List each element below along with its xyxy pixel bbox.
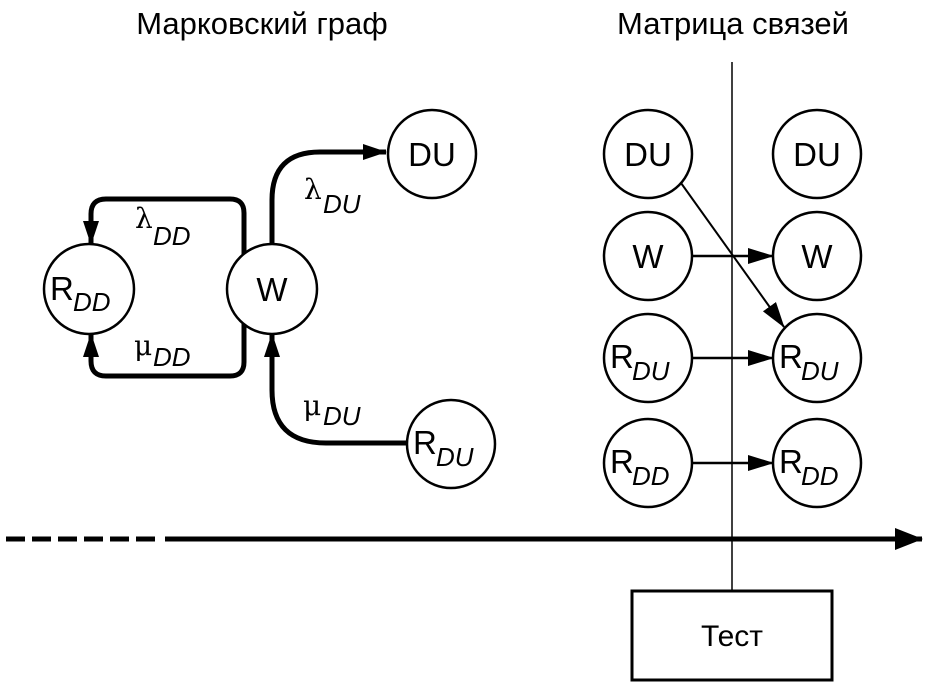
lambda-dd-sub: DD <box>153 221 191 251</box>
matrix-left-r-du: R DU <box>602 312 694 404</box>
matrix-right-du-label: DU <box>793 136 841 173</box>
matrix-left-du: DU <box>602 108 694 200</box>
node-w-label: W <box>256 271 288 308</box>
mu-dd-symbol: μ <box>134 329 152 362</box>
matrix-right-du: DU <box>771 108 863 200</box>
edge-lambda-dd <box>83 196 247 258</box>
mu-du-symbol: μ <box>303 389 321 422</box>
edge-lambda-du <box>269 144 387 244</box>
matrix-right-r-du-main: R <box>779 338 803 375</box>
matrix-left-r-dd-sub: DD <box>632 461 670 491</box>
node-r-dd: R DD <box>42 242 136 336</box>
lambda-du-symbol: λ <box>304 173 322 206</box>
matrix-left-r-du-sub: DU <box>632 356 670 386</box>
node-du-label: DU <box>408 136 456 173</box>
edge-mu-dd <box>83 320 247 379</box>
link-matrix-title: Матрица связей <box>617 6 849 41</box>
matrix-left-r-du-main: R <box>610 338 634 375</box>
matrix-right-r-dd-main: R <box>779 443 803 480</box>
mu-du-sub: DU <box>323 401 361 431</box>
test-box: Тест <box>630 589 834 682</box>
node-du: DU <box>386 108 478 200</box>
lambda-du-sub: DU <box>323 189 361 219</box>
matrix-left-du-label: DU <box>624 136 672 173</box>
matrix-right-r-du: R DU <box>771 312 863 404</box>
matrix-left-w: W <box>602 210 694 302</box>
test-box-label: Тест <box>701 620 763 653</box>
node-r-du: R DU <box>405 398 497 490</box>
node-r-dd-main: R <box>50 270 74 307</box>
matrix-left-w-label: W <box>632 238 664 275</box>
lambda-dd-symbol: λ <box>135 202 153 235</box>
node-w: W <box>225 242 319 336</box>
node-r-du-sub: DU <box>436 442 474 472</box>
label-lambda-dd: λ DD <box>135 202 191 251</box>
matrix-right-w: W <box>771 210 863 302</box>
matrix-links <box>680 182 785 471</box>
matrix-right-r-dd-sub: DD <box>801 461 839 491</box>
edge-mu-du <box>264 333 407 446</box>
mu-dd-sub: DD <box>153 342 191 372</box>
label-lambda-du: λ DU <box>304 173 361 219</box>
matrix-right-w-label: W <box>801 238 833 275</box>
node-r-du-main: R <box>413 424 437 461</box>
matrix-right-r-dd: R DD <box>771 417 863 509</box>
markov-edges <box>83 144 407 446</box>
matrix-left-r-dd-main: R <box>610 443 634 480</box>
node-r-dd-sub: DD <box>73 287 111 317</box>
label-mu-dd: μ DD <box>134 329 191 372</box>
markov-graph-title: Марковский граф <box>136 6 388 41</box>
matrix-right-r-du-sub: DU <box>801 356 839 386</box>
matrix-left-r-dd: R DD <box>602 417 694 509</box>
label-mu-du: μ DU <box>303 389 361 431</box>
